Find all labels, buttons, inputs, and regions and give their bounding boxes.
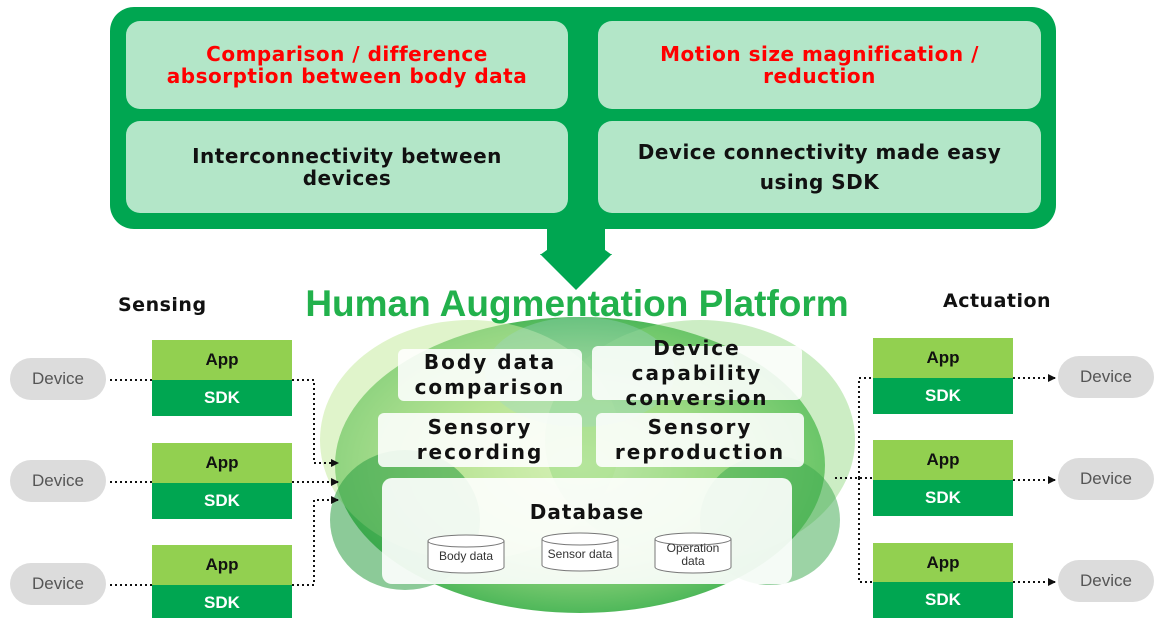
actuation-app-2: App	[873, 440, 1013, 480]
platform-title: Human Augmentation Platform	[305, 283, 849, 324]
sensing-sdk-2: SDK	[152, 483, 292, 519]
sensing-device-3: Device	[10, 563, 106, 605]
sensing-app-2: App	[152, 443, 292, 483]
actuation-device-1: Device	[1058, 356, 1154, 398]
db-label-operation-data: Operation data	[666, 541, 720, 568]
sensing-device-1: Device	[10, 358, 106, 400]
sensing-device-2: Device	[10, 460, 106, 502]
sensing-connectors	[110, 379, 339, 586]
actuation-sdk-2: SDK	[873, 480, 1013, 516]
feature-motion-size-magnification: Motion size magnification /reduction	[598, 21, 1041, 109]
actuation-connectors	[835, 374, 1056, 586]
sensing-app-3: App	[152, 545, 292, 585]
actuation-app-1: App	[873, 338, 1013, 378]
actuation-sdk-3: SDK	[873, 582, 1013, 618]
sensing-sdk-3: SDK	[152, 585, 292, 618]
actuation-sdk-1: SDK	[873, 378, 1013, 414]
sensing-sdk-1: SDK	[152, 380, 292, 416]
sensing-label: Sensing	[118, 294, 207, 316]
sensing-app-1: App	[152, 340, 292, 380]
database-title: Database	[529, 500, 645, 524]
database-box	[382, 478, 792, 584]
db-label-sensor-data: Sensor data	[547, 547, 613, 561]
actuation-label: Actuation	[943, 290, 1052, 312]
db-label-body-data: Body data	[438, 549, 494, 563]
actuation-device-3: Device	[1058, 560, 1154, 602]
actuation-app-3: App	[873, 543, 1013, 583]
actuation-device-2: Device	[1058, 458, 1154, 500]
